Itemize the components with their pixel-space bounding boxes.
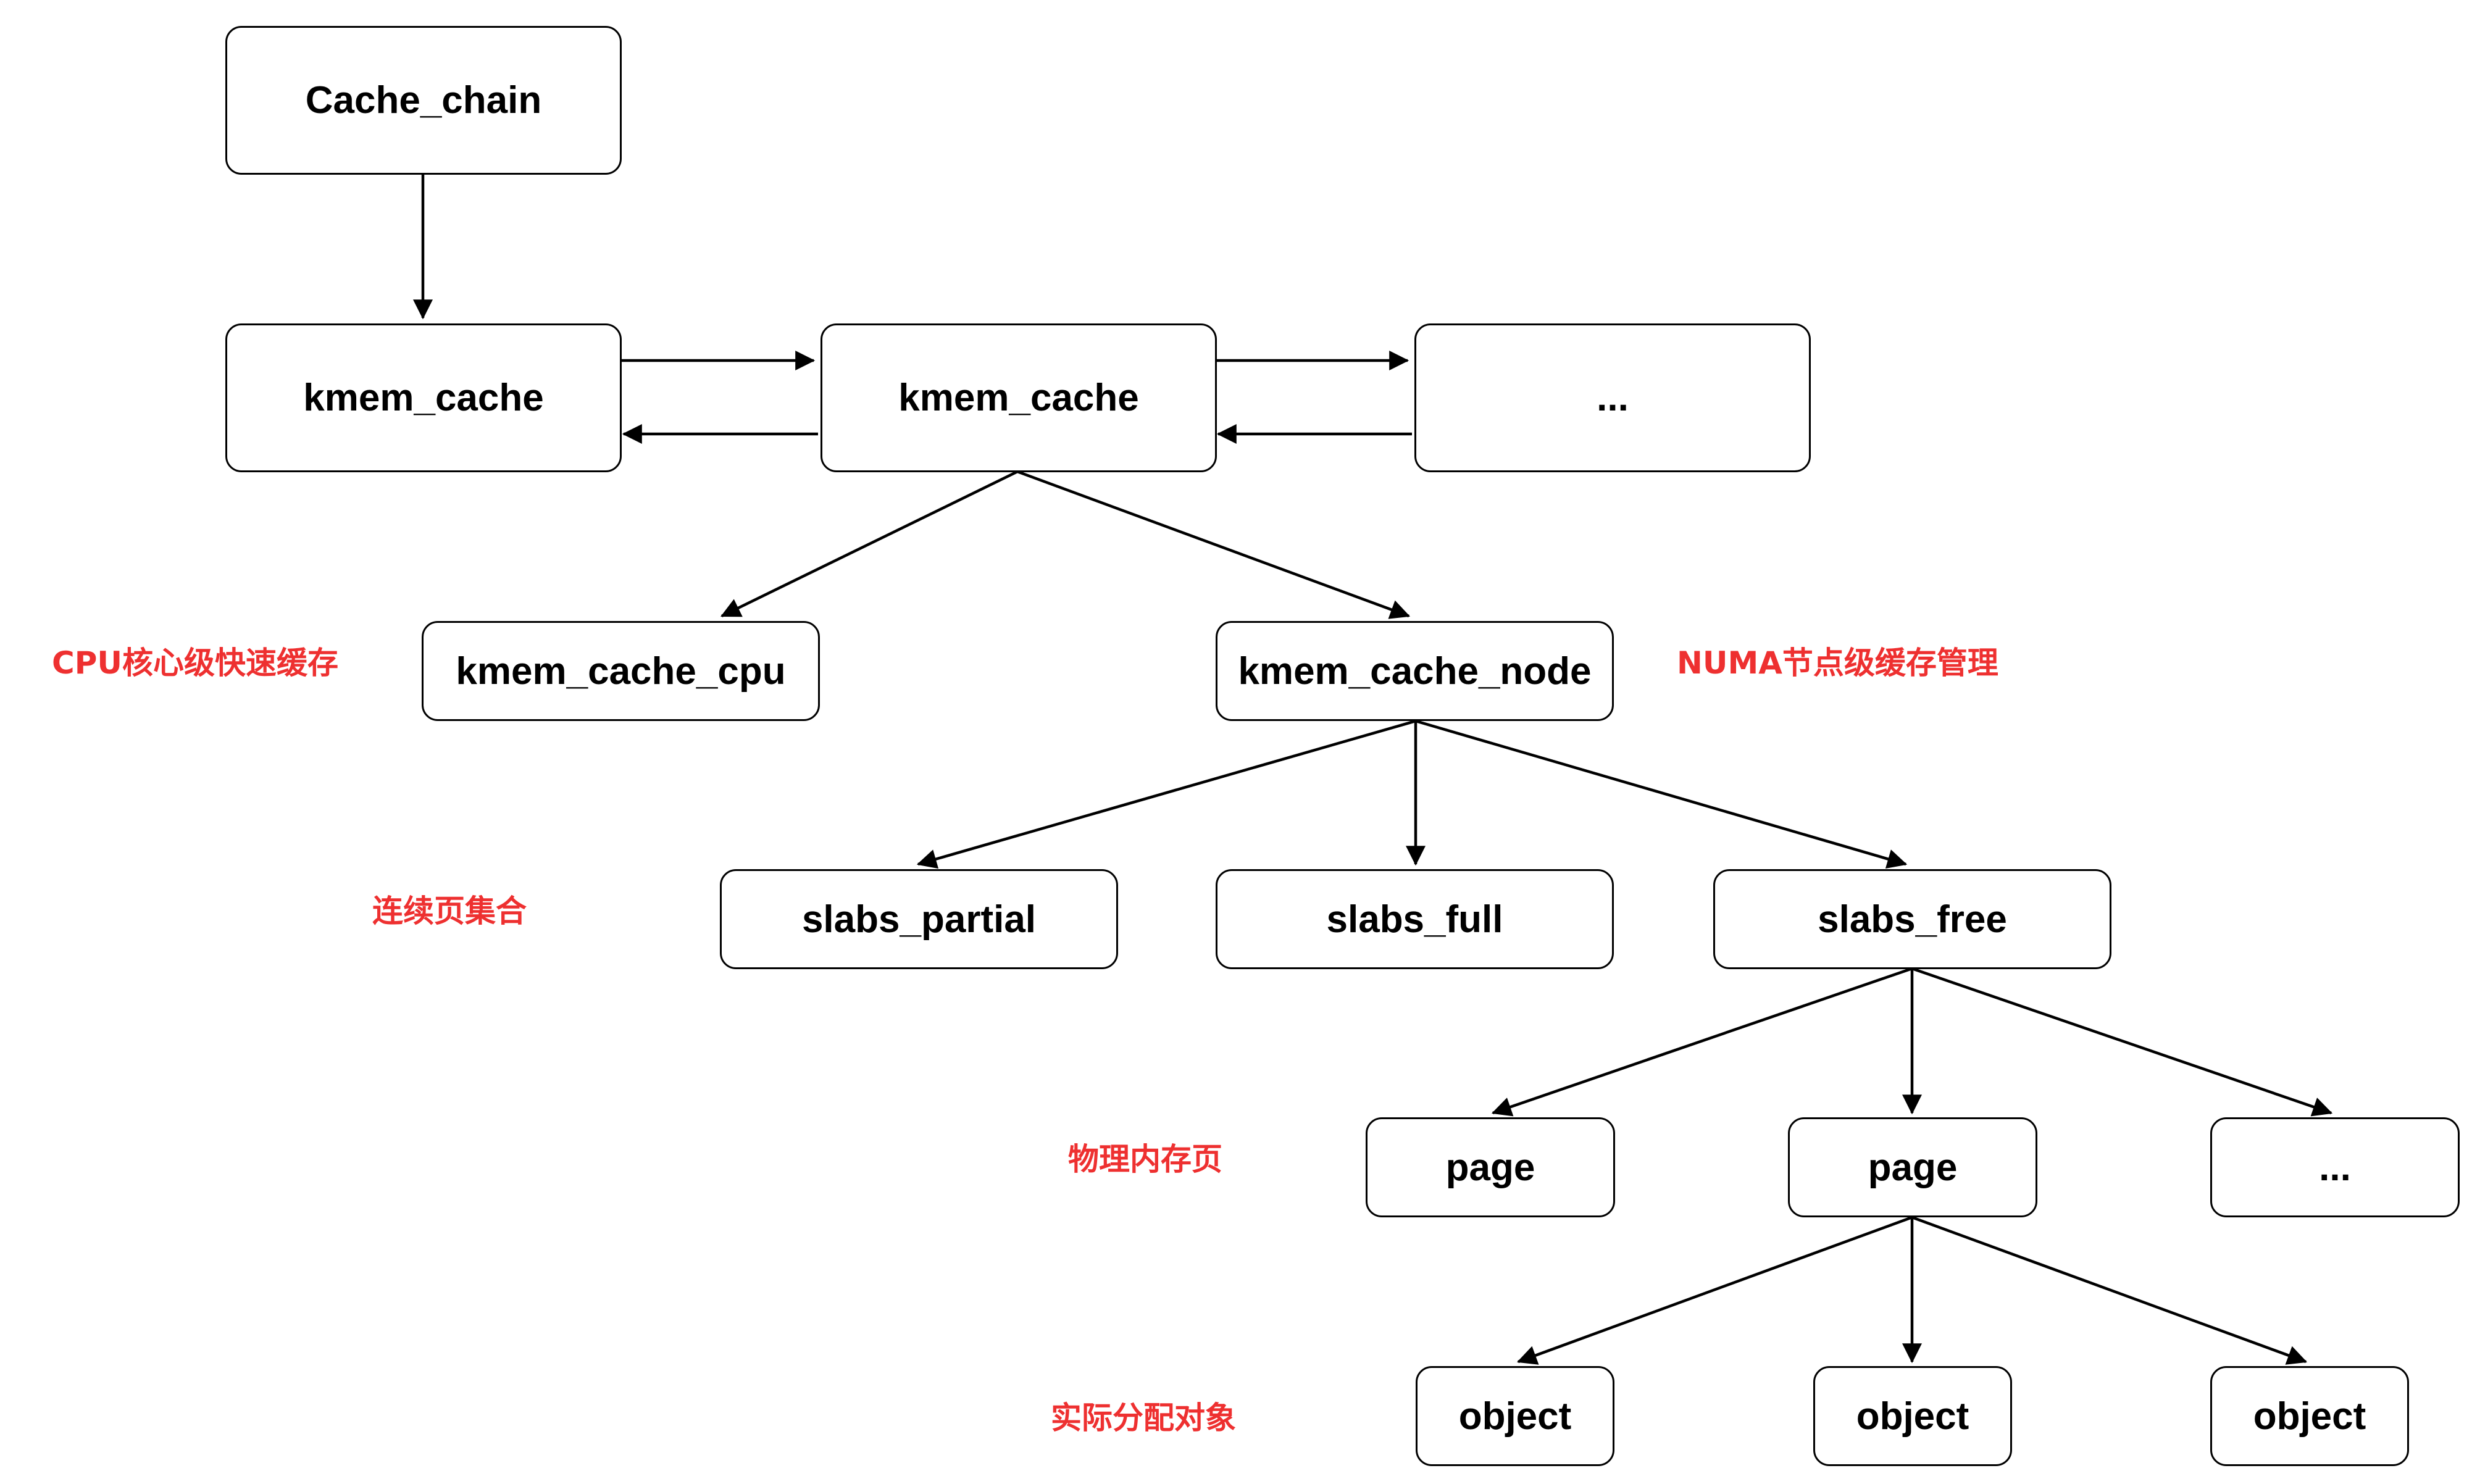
edge-page-to-object3 bbox=[1911, 1215, 2308, 1365]
node-page-more: ... bbox=[2210, 1117, 2460, 1217]
edge-node-to-partial bbox=[916, 719, 1416, 869]
edge-free-to-pagemore bbox=[1911, 967, 2333, 1117]
node-kmem-cache-node: kmem_cache_node bbox=[1216, 621, 1614, 721]
annotation-objects: 实际分配对象 bbox=[1051, 1400, 1236, 1436]
node-kmem-cache-1: kmem_cache bbox=[225, 323, 622, 472]
node-kmem-cache-2: kmem_cache bbox=[821, 323, 1217, 472]
node-object-2: object bbox=[1813, 1366, 2012, 1466]
node-page-1: page bbox=[1366, 1117, 1615, 1217]
annotation-pages: 物理内存页 bbox=[1068, 1141, 1222, 1177]
node-slabs-full: slabs_full bbox=[1216, 869, 1614, 969]
node-cache-chain: Cache_chain bbox=[225, 26, 622, 175]
node-object-3: object bbox=[2210, 1366, 2409, 1466]
annotation-cpu-cache: CPU核心级快速缓存 bbox=[52, 645, 338, 681]
node-kmem-cache-more: ... bbox=[1414, 323, 1811, 472]
edge-cache-to-node bbox=[1017, 470, 1411, 619]
node-slabs-free: slabs_free bbox=[1713, 869, 2111, 969]
edge-free-to-page1 bbox=[1491, 967, 1913, 1117]
edge-cache-to-cpu bbox=[720, 470, 1018, 618]
annotation-slabs: 连续页集合 bbox=[372, 893, 527, 929]
node-kmem-cache-cpu: kmem_cache_cpu bbox=[422, 621, 820, 721]
node-page-2: page bbox=[1788, 1117, 2037, 1217]
node-slabs-partial: slabs_partial bbox=[720, 869, 1118, 969]
annotation-numa-cache: NUMA节点级缓存管理 bbox=[1677, 645, 1998, 681]
edge-page-to-object1 bbox=[1516, 1215, 1913, 1365]
edge-node-to-free bbox=[1415, 719, 1908, 869]
node-object-1: object bbox=[1416, 1366, 1614, 1466]
